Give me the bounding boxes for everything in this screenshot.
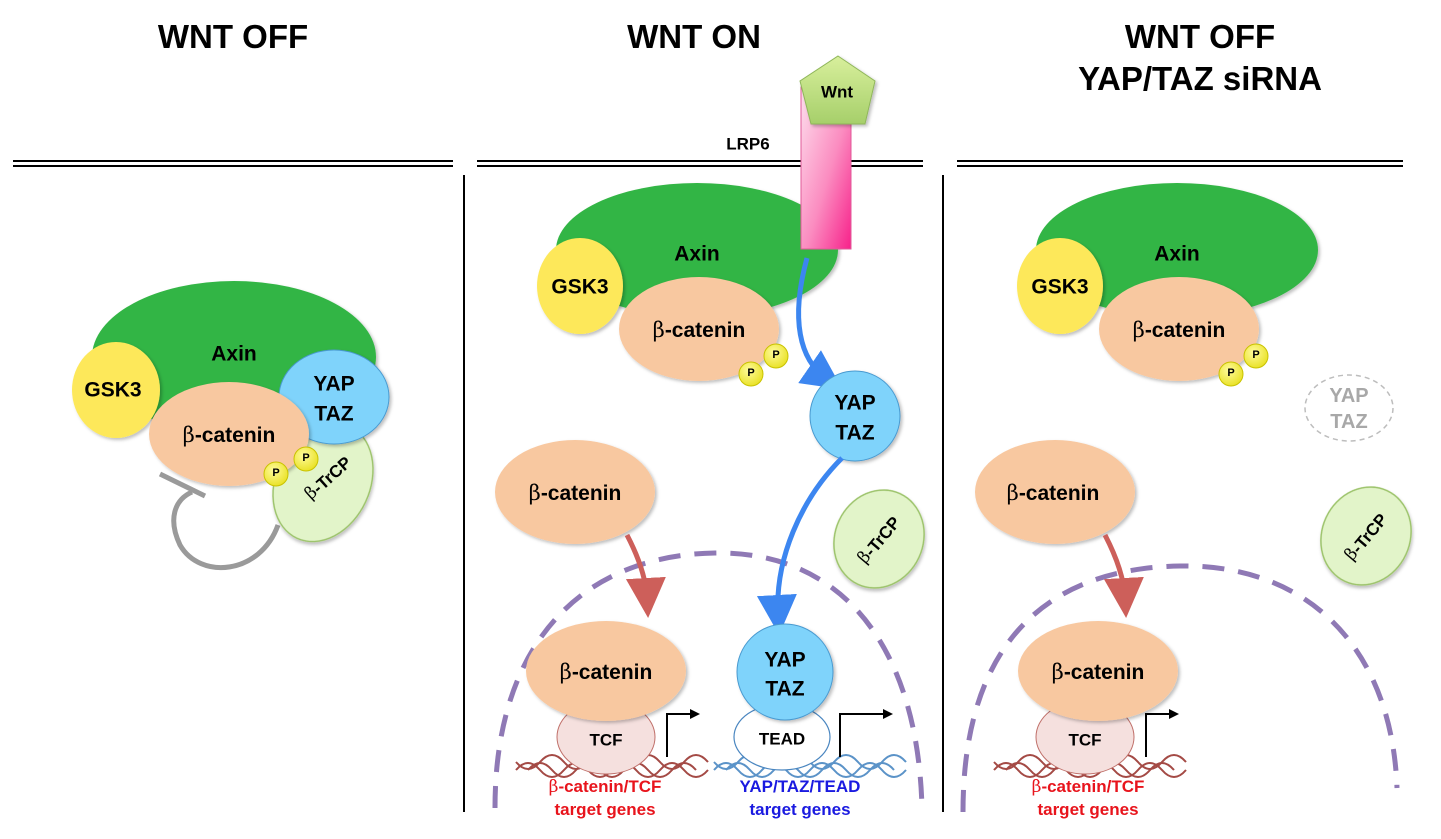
svg-text:P: P (1252, 349, 1259, 361)
tss-arrow-tcf (666, 709, 700, 757)
panel-2-title: WNT ON (627, 18, 761, 55)
phospho-2 (1243, 343, 1269, 369)
yap-depleted-label: YAP (1329, 385, 1368, 407)
tcf-label: TCF (1068, 731, 1101, 750)
svg-text:P: P (772, 349, 779, 361)
phospho-1 (1218, 361, 1244, 387)
beta-catenin-shape (149, 382, 309, 486)
panel-3-content: Axin GSK3 β-catenin P P YAP TAZ β-cateni… (960, 183, 1412, 819)
tead-genes-label-line-1: YAP/TAZ/TEAD (740, 777, 861, 796)
gsk3-label: GSK3 (1031, 276, 1088, 299)
phospho-2 (293, 446, 319, 472)
nuc-beta-catenin-label: β-catenin (560, 660, 653, 684)
svg-text:P: P (302, 452, 309, 464)
tead-label: TEAD (759, 730, 805, 749)
panel-3-title-line-2: YAP/TAZ siRNA (1078, 60, 1322, 97)
axin-shape (556, 183, 838, 317)
gsk3-label: GSK3 (551, 276, 608, 299)
panel-2-content: LRP6 Axin Wnt GSK3 β-catenin P P YAP TAZ… (492, 55, 925, 819)
inhibition-loop (171, 489, 281, 570)
yap-label: YAP (834, 392, 875, 415)
cyto-beta-catenin-shape (975, 440, 1135, 544)
membrane-panel-2 (477, 160, 923, 167)
axin-shape (1036, 183, 1318, 317)
axin-label: Axin (211, 343, 257, 366)
nucleus-boundary (960, 563, 1400, 813)
cyto-beta-catenin-shape (495, 440, 655, 544)
yap-taz-cytoplasm-shape (809, 370, 901, 462)
tead-genes-label-line-2: target genes (749, 800, 850, 819)
axin-label: Axin (1154, 243, 1200, 266)
arrow-lrp6-to-yaptaz (796, 257, 843, 390)
tcf-genes-label-line-1: β-catenin/TCF (549, 777, 662, 797)
gsk3-label: GSK3 (84, 379, 141, 402)
tss-arrow-tcf (1145, 709, 1179, 757)
arrow-yaptaz-to-nucleus (756, 456, 844, 635)
taz-label: TAZ (835, 422, 874, 445)
nuc-beta-catenin-label: β-catenin (1052, 660, 1145, 684)
yap-taz-depleted-shape (1304, 374, 1394, 442)
nuc-taz-label: TAZ (765, 678, 804, 701)
tcf-label: TCF (589, 731, 622, 750)
gsk3-shape (72, 342, 160, 438)
beta-catenin-shape (619, 277, 779, 381)
nucleus-boundary (492, 550, 925, 809)
lrp6-label: LRP6 (726, 135, 769, 154)
nuc-beta-catenin-shape (526, 621, 686, 721)
tcf-genes-label-line-1: β-catenin/TCF (1032, 777, 1145, 797)
tcf-genes-label-line-2: target genes (1037, 800, 1138, 819)
arrow-beta-catenin-to-nucleus (1102, 533, 1144, 618)
svg-text:P: P (1227, 367, 1234, 379)
cyto-beta-catenin-label: β-catenin (1007, 481, 1100, 505)
inhibition-bar (158, 471, 207, 499)
panel-3-title-line-1: WNT OFF (1125, 18, 1275, 55)
panel-1-destruction-complex: Axin β-TrCP GSK3 YAP TAZ β-catenin P P (72, 281, 390, 570)
tss-arrow-tead (839, 709, 893, 757)
taz-depleted-label: TAZ (1330, 411, 1367, 433)
phospho-1 (738, 361, 764, 387)
svg-text:P: P (747, 367, 754, 379)
wnt-label: Wnt (821, 83, 853, 102)
nuc-yap-label: YAP (764, 649, 805, 672)
beta-catenin-label: β-catenin (1133, 318, 1226, 342)
taz-label: TAZ (314, 403, 353, 426)
tcf-genes-label-line-2: target genes (554, 800, 655, 819)
nuc-yap-taz-shape (736, 623, 834, 721)
gsk3-shape (537, 238, 623, 334)
wnt-ligand (799, 55, 876, 125)
svg-text:P: P (272, 467, 279, 479)
membrane-panel-1 (13, 160, 453, 167)
membrane-panel-3 (957, 160, 1403, 167)
beta-catenin-shape (1099, 277, 1259, 381)
gsk3-shape (1017, 238, 1103, 334)
yap-label: YAP (313, 373, 354, 396)
beta-catenin-label: β-catenin (183, 423, 276, 447)
arrow-beta-catenin-to-nucleus (624, 533, 666, 618)
axin-label: Axin (674, 243, 720, 266)
btrcp-shape (833, 489, 925, 589)
btrcp-shape (1320, 486, 1412, 586)
beta-catenin-label: β-catenin (653, 318, 746, 342)
panel-1-title: WNT OFF (158, 18, 308, 55)
phospho-2 (763, 343, 789, 369)
cyto-beta-catenin-label: β-catenin (529, 481, 622, 505)
nuc-beta-catenin-shape (1018, 621, 1178, 721)
phospho-1 (263, 461, 289, 487)
